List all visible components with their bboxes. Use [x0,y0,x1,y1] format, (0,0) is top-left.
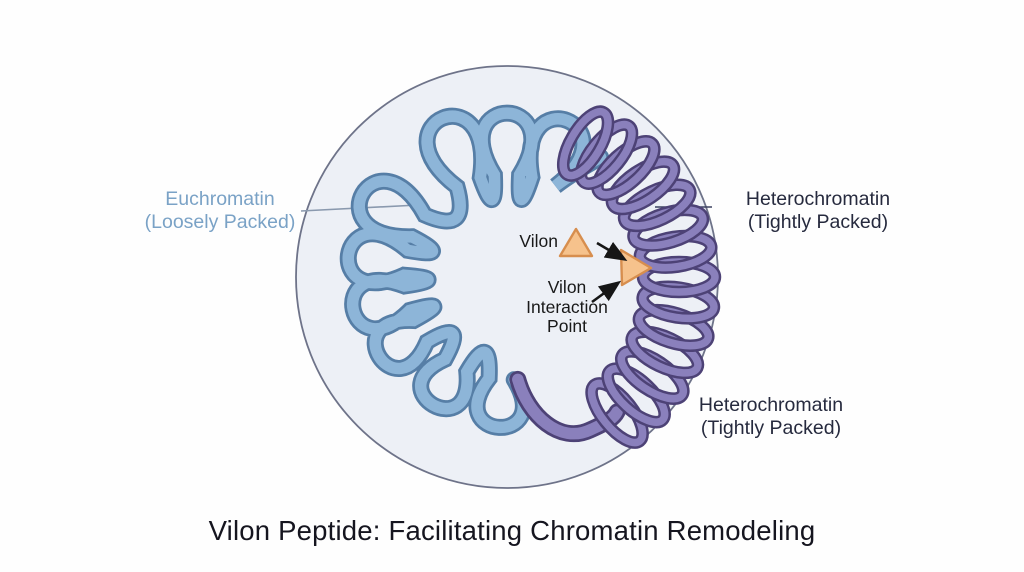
coil-loop-fill [577,120,636,188]
euchromatin-strand [339,104,610,436]
euchromatin-label: Euchromatin (Loosely Packed) [118,188,322,234]
euchromatin-label-line2: (Loosely Packed) [144,211,296,233]
arrow-to-interaction-icon [596,241,628,261]
euchromatin-strand-fill [342,107,607,434]
coil-loop-fill [559,107,612,180]
heterochromatin-bottom-line2: (Tightly Packed) [700,417,842,439]
heterochromatin-bottom-line1: Heterochromatin [698,394,844,416]
diagram-title: Vilon Peptide: Facilitating Chromatin Re… [208,515,816,546]
vilon-interaction-point-label: Vilon Interaction Point [511,277,623,337]
heterochromatin-top-line1: Heterochromatin [745,188,891,210]
interaction-label-line2: Interaction [526,296,608,317]
vilon-label: Vilon [519,231,558,251]
heterochromatin-top-label: Heterochromatin (Tightly Packed) [734,188,902,234]
interaction-label-line1: Vilon [547,277,587,297]
vilon-triangle-icon [558,227,594,258]
arrow-from-label-icon [591,280,622,304]
chromatin-transition-strand [509,370,626,443]
heterochromatin-top-line2: (Tightly Packed) [747,211,889,233]
heterochromatin-coil [556,105,722,449]
heterochromatin-bottom-label: Heterochromatin (Tightly Packed) [687,394,855,440]
euchromatin-label-line1: Euchromatin [165,188,275,210]
vilon-interaction-triangle-icon [619,248,653,287]
transition-strand-fill [512,373,623,440]
interaction-label-line3: Point [547,316,587,336]
